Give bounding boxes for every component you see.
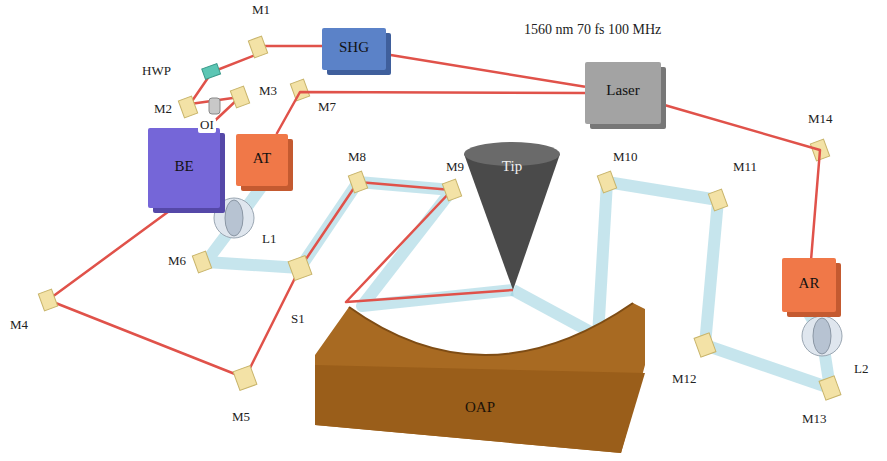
node-label: AR (799, 275, 820, 312)
component-label: M10 (611, 150, 640, 165)
component-label: M14 (806, 112, 835, 127)
beam-expander-box: BE (148, 128, 220, 208)
isolator-symbol (209, 98, 220, 114)
component-label: M5 (230, 410, 252, 425)
node-label: Tip (502, 158, 522, 290)
component-label: M8 (346, 150, 368, 165)
mirror-outline (315, 295, 645, 453)
crystal-box: SHG (322, 28, 386, 70)
component-label: HWP (140, 64, 173, 79)
component-label: L1 (260, 232, 278, 247)
component-label: M2 (152, 102, 174, 117)
laser-beam (277, 92, 585, 134)
node-label: SHG (339, 39, 369, 70)
lens-symbol (214, 198, 254, 238)
mirror-top (315, 303, 645, 453)
component-label: M4 (8, 318, 30, 333)
mirror-symbols (38, 36, 841, 400)
node-label: Laser (606, 82, 639, 124)
parabolic-mirror: OAP (315, 295, 645, 453)
node-label: BE (174, 158, 193, 208)
component-label: M1 (250, 3, 272, 18)
component-label: M9 (444, 160, 466, 175)
component-label: M12 (670, 372, 699, 387)
component-label: S1 (289, 312, 307, 327)
component-label: OI (198, 118, 216, 133)
attenuator-box: AR (782, 258, 836, 312)
component-label: M7 (316, 100, 338, 115)
mirror-face (315, 365, 645, 453)
node-label: OAP (465, 399, 495, 453)
attenuator-box: AT (236, 134, 288, 186)
node-label: AT (253, 150, 271, 186)
tip-cone: Tip (462, 140, 562, 290)
component-label: M13 (800, 412, 829, 427)
cone-body (464, 154, 560, 290)
component-label: M3 (257, 84, 279, 99)
mirror-edge (349, 303, 633, 355)
component-label: M11 (731, 160, 759, 175)
lens-symbol (802, 316, 842, 356)
waveplate-symbol (202, 64, 221, 80)
laser-beam (386, 54, 585, 87)
component-label: M6 (166, 254, 188, 269)
laser-spec: 1560 nm 70 fs 100 MHz (522, 22, 663, 38)
laser-beam (661, 104, 820, 258)
component-label: L2 (852, 362, 870, 377)
red-beam (48, 46, 513, 378)
laser-box: Laser (585, 62, 661, 124)
